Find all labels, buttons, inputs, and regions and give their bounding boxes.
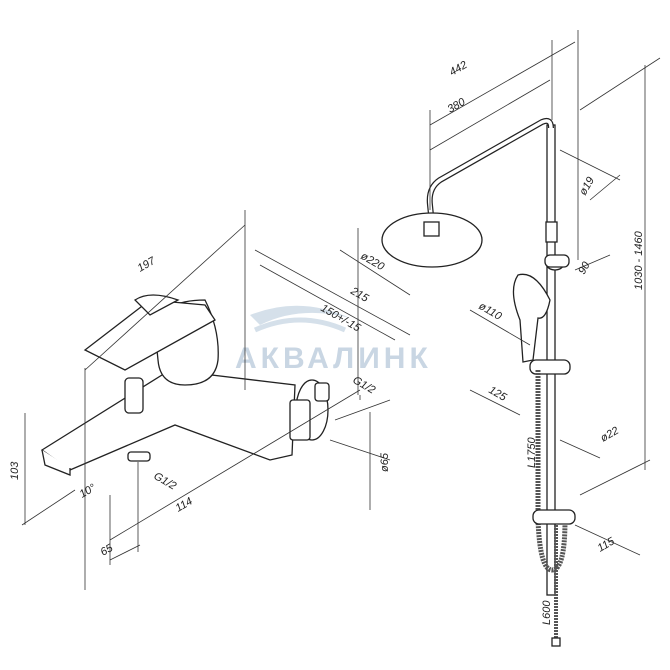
dim-flange-diameter: ø65 (379, 452, 391, 472)
dim-125: 125 (487, 384, 510, 404)
watermark-text: АКВАЛИНК (235, 342, 432, 375)
dim-442: 442 (448, 59, 470, 79)
dim-hand-diameter: ø110 (477, 300, 505, 323)
shower-set (339, 30, 661, 647)
dim-head-diameter: ø220 (359, 250, 387, 273)
dim-height-range: 1030 - 1460 (633, 230, 645, 290)
dim-outlet-thread: G1/2 (152, 470, 179, 492)
dim-197: 197 (136, 255, 159, 275)
dim-103: 103 (9, 461, 21, 480)
dim-rail-diameter: ø22 (599, 425, 621, 445)
dim-hose2-length: L600 (541, 600, 553, 625)
dim-spout-angle: 10° (78, 482, 99, 501)
watermark-logo: АКВАЛИНК (235, 305, 432, 375)
dim-115: 115 (596, 535, 618, 555)
dim-65: 65 (99, 542, 116, 559)
dim-114: 114 (174, 495, 195, 514)
dim-215: 215 (348, 285, 372, 306)
dim-90: 90 (576, 259, 593, 276)
dim-380: 380 (446, 96, 469, 116)
dim-hose-length: L1750 (526, 437, 538, 468)
dim-arm-diameter: ø19 (577, 175, 597, 197)
bath-mixer (21, 210, 411, 590)
